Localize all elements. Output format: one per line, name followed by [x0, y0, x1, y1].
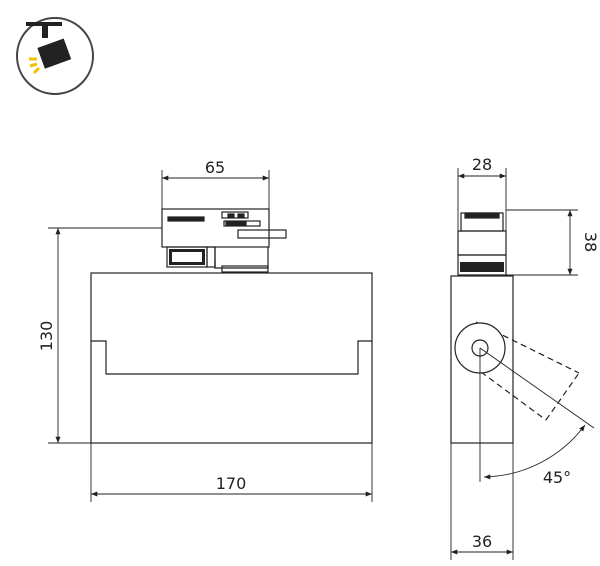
- front-height-label: 130: [37, 321, 56, 352]
- front-body: [90, 272, 373, 444]
- side-view: [450, 212, 580, 444]
- front-width-label: 170: [216, 474, 247, 493]
- tilted-head-outline: [475, 321, 580, 421]
- front-body-recess: [91, 340, 372, 375]
- side-width-label: 36: [472, 532, 492, 551]
- side-mount-height-label: 38: [581, 232, 600, 252]
- front-view: [90, 208, 373, 444]
- front-track-adapter: [161, 208, 270, 248]
- side-mount-width-label: 28: [472, 155, 492, 174]
- tilt-angle-label: 45°: [543, 468, 571, 487]
- adjustable-spotlight-icon: [16, 17, 94, 95]
- side-body: [450, 275, 514, 444]
- front-mount-width-label: 65: [205, 158, 225, 177]
